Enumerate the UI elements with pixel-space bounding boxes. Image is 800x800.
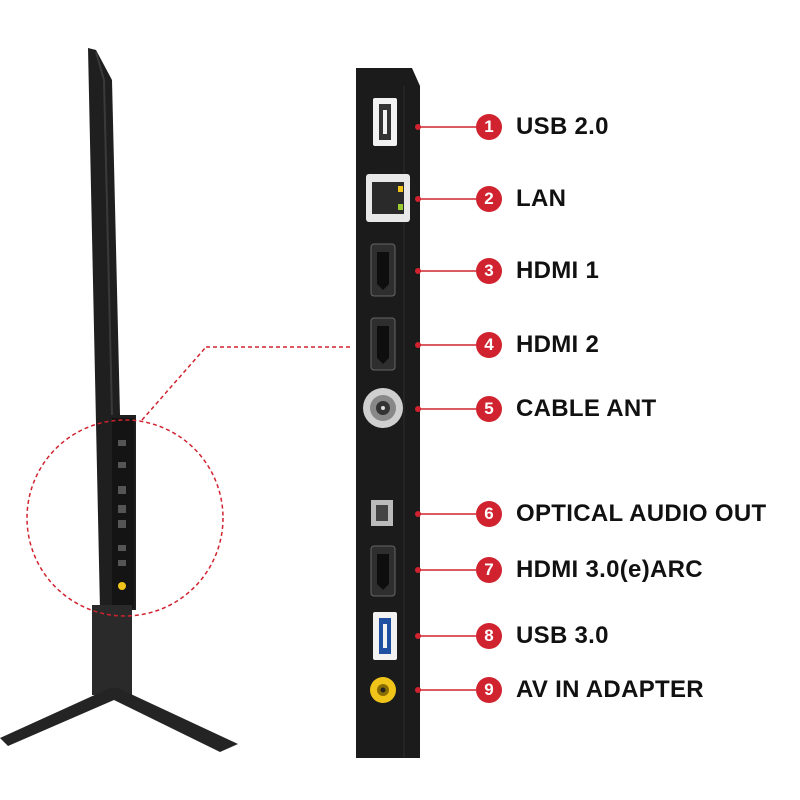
port-number-badge: 8 bbox=[476, 623, 502, 649]
port-label: USB 3.0 bbox=[516, 622, 609, 649]
port-number-badge: 3 bbox=[476, 258, 502, 284]
zoom-indicator bbox=[26, 346, 352, 617]
callout-dot bbox=[415, 687, 421, 693]
port-number-badge: 6 bbox=[476, 501, 502, 527]
port-number-badge: 5 bbox=[476, 396, 502, 422]
hdmi-port-icon bbox=[370, 243, 396, 297]
callout-dot bbox=[415, 342, 421, 348]
port-number-badge: 7 bbox=[476, 557, 502, 583]
port-label: HDMI 1 bbox=[516, 257, 600, 284]
zoom-circle bbox=[26, 419, 224, 617]
port-label: HDMI 3.0(e)ARC bbox=[516, 556, 703, 583]
optical-audio-port-icon bbox=[371, 500, 393, 526]
port-label: CABLE ANT bbox=[516, 395, 657, 422]
port-number-badge: 9 bbox=[476, 677, 502, 703]
usb-port-icon bbox=[373, 98, 397, 146]
hdmi-port-icon bbox=[370, 317, 396, 371]
port-number-badge: 4 bbox=[476, 332, 502, 358]
callout-dot bbox=[415, 633, 421, 639]
zoom-leader-line bbox=[141, 346, 207, 421]
port-label: OPTICAL AUDIO OUT bbox=[516, 500, 767, 527]
callout-lines bbox=[415, 124, 476, 693]
usb3-port-icon bbox=[373, 612, 397, 660]
port-label: LAN bbox=[516, 185, 567, 212]
callout-dot bbox=[415, 406, 421, 412]
port-number-badge: 1 bbox=[476, 114, 502, 140]
port-label: USB 2.0 bbox=[516, 113, 609, 140]
callout-dot bbox=[415, 511, 421, 517]
ethernet-port-icon bbox=[366, 174, 410, 222]
port-label: AV IN ADAPTER bbox=[516, 676, 704, 703]
callout-dot bbox=[415, 196, 421, 202]
callout-dot bbox=[415, 268, 421, 274]
callout-dot bbox=[415, 124, 421, 130]
tv-side-profile bbox=[88, 48, 136, 695]
tv-stand bbox=[0, 688, 238, 752]
hdmi-port-icon bbox=[370, 545, 396, 597]
port-number-badge: 2 bbox=[476, 186, 502, 212]
port-label: HDMI 2 bbox=[516, 331, 600, 358]
coax-antenna-port-icon bbox=[363, 388, 403, 428]
av-jack-port-icon bbox=[370, 677, 396, 703]
callout-dot bbox=[415, 567, 421, 573]
